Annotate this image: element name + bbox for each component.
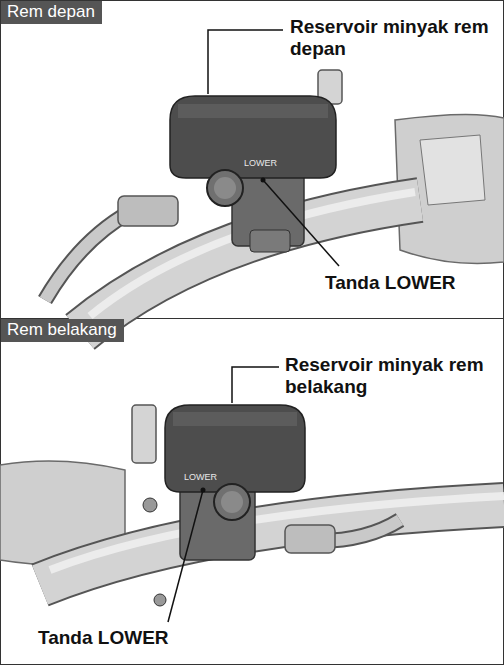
part-label: Reservoir minyak rem belakang: [285, 354, 495, 398]
part-label: Tanda LOWER: [38, 627, 238, 649]
part-label: Reservoir minyak rem depan: [290, 16, 495, 60]
panel-tab: Rem belakang: [1, 319, 124, 342]
panel-tab: Rem depan: [1, 1, 102, 24]
embossed-mark: LOWER: [244, 158, 304, 169]
panel-title: Rem depan: [7, 2, 95, 22]
panel-title: Rem belakang: [7, 320, 117, 340]
embossed-mark: LOWER: [184, 472, 244, 483]
part-label: Tanda LOWER: [325, 272, 500, 294]
